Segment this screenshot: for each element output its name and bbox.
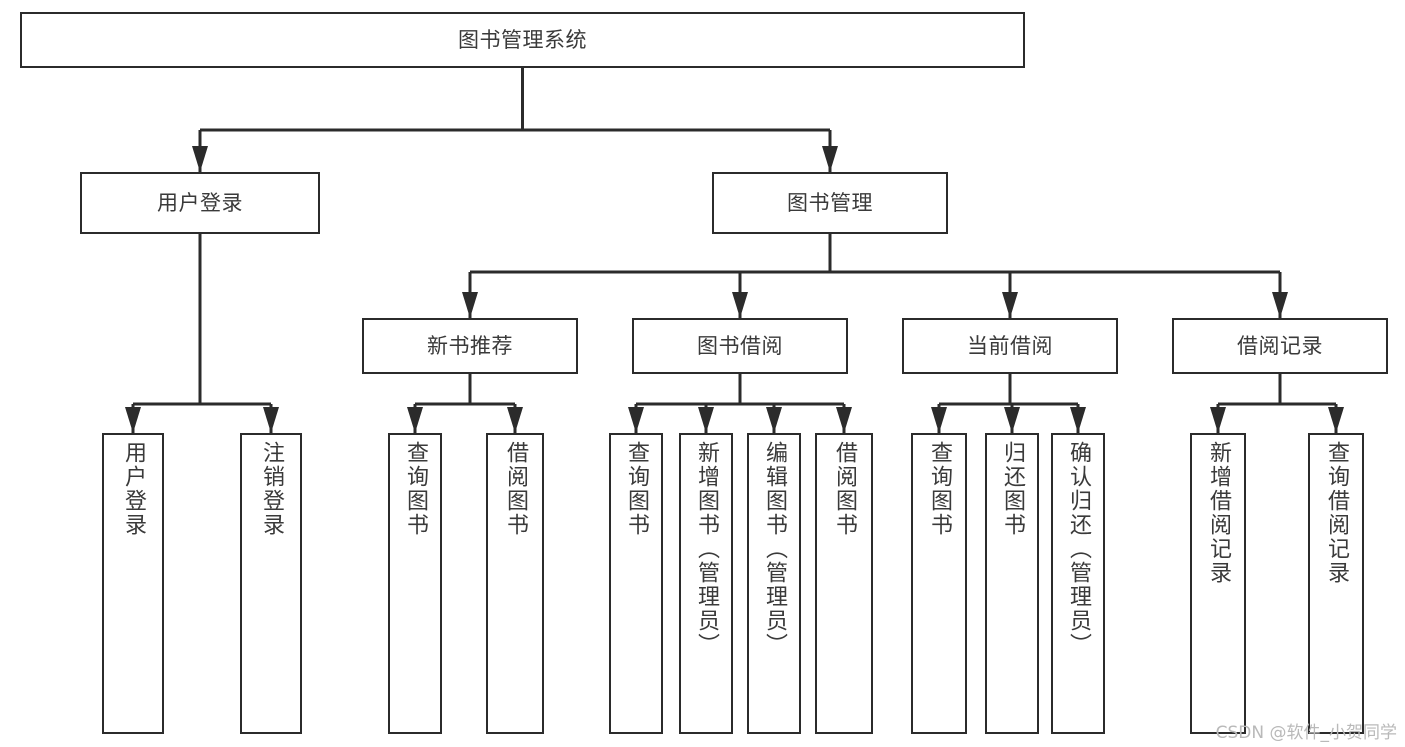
node-book-manage[interactable]: 图书管理 xyxy=(712,172,948,234)
leaf-borrow-book-1[interactable]: 借阅图书 xyxy=(486,433,544,734)
node-user-login-label: 用户登录 xyxy=(157,190,243,215)
node-borrow-record-label: 借阅记录 xyxy=(1237,333,1323,358)
node-current-borrow-label: 当前借阅 xyxy=(967,333,1053,358)
node-current-borrow[interactable]: 当前借阅 xyxy=(902,318,1118,374)
node-user-login[interactable]: 用户登录 xyxy=(80,172,320,234)
leaf-borrow-book-1-label: 借阅图书 xyxy=(503,441,528,537)
node-borrow-record[interactable]: 借阅记录 xyxy=(1172,318,1388,374)
leaf-add-record[interactable]: 新增借阅记录 xyxy=(1190,433,1246,734)
leaf-user-login[interactable]: 用户登录 xyxy=(102,433,164,734)
leaf-add-book-label: 新增图书（管理员） xyxy=(694,441,719,657)
leaf-edit-book[interactable]: 编辑图书（管理员） xyxy=(747,433,801,734)
leaf-query-book-1-label: 查询图书 xyxy=(403,441,428,537)
leaf-user-login-label: 用户登录 xyxy=(121,441,146,537)
leaf-query-book-3[interactable]: 查询图书 xyxy=(911,433,967,734)
leaf-borrow-book-2[interactable]: 借阅图书 xyxy=(815,433,873,734)
leaf-logout-label: 注销登录 xyxy=(259,441,284,537)
leaf-query-book-1[interactable]: 查询图书 xyxy=(388,433,442,734)
leaf-confirm-return-label: 确认归还（管理员） xyxy=(1066,441,1091,657)
csdn-watermark: CSDN @软件_小贺同学 xyxy=(1215,723,1397,743)
node-new-book-recommend-label: 新书推荐 xyxy=(427,333,513,358)
node-book-borrow-label: 图书借阅 xyxy=(697,333,783,358)
node-new-book-recommend[interactable]: 新书推荐 xyxy=(362,318,578,374)
node-root-label: 图书管理系统 xyxy=(458,27,587,52)
leaf-logout[interactable]: 注销登录 xyxy=(240,433,302,734)
leaf-query-record-label: 查询借阅记录 xyxy=(1324,441,1349,585)
leaf-add-record-label: 新增借阅记录 xyxy=(1206,441,1231,585)
leaf-return-book[interactable]: 归还图书 xyxy=(985,433,1039,734)
leaf-query-book-2-label: 查询图书 xyxy=(624,441,649,537)
leaf-add-book[interactable]: 新增图书（管理员） xyxy=(679,433,733,734)
leaf-query-book-3-label: 查询图书 xyxy=(927,441,952,537)
node-book-borrow[interactable]: 图书借阅 xyxy=(632,318,848,374)
node-root[interactable]: 图书管理系统 xyxy=(20,12,1025,68)
leaf-query-book-2[interactable]: 查询图书 xyxy=(609,433,663,734)
leaf-edit-book-label: 编辑图书（管理员） xyxy=(762,441,787,657)
leaf-return-book-label: 归还图书 xyxy=(1000,441,1025,537)
node-book-manage-label: 图书管理 xyxy=(787,190,873,215)
leaf-borrow-book-2-label: 借阅图书 xyxy=(832,441,857,537)
leaf-query-record[interactable]: 查询借阅记录 xyxy=(1308,433,1364,734)
leaf-confirm-return[interactable]: 确认归还（管理员） xyxy=(1051,433,1105,734)
